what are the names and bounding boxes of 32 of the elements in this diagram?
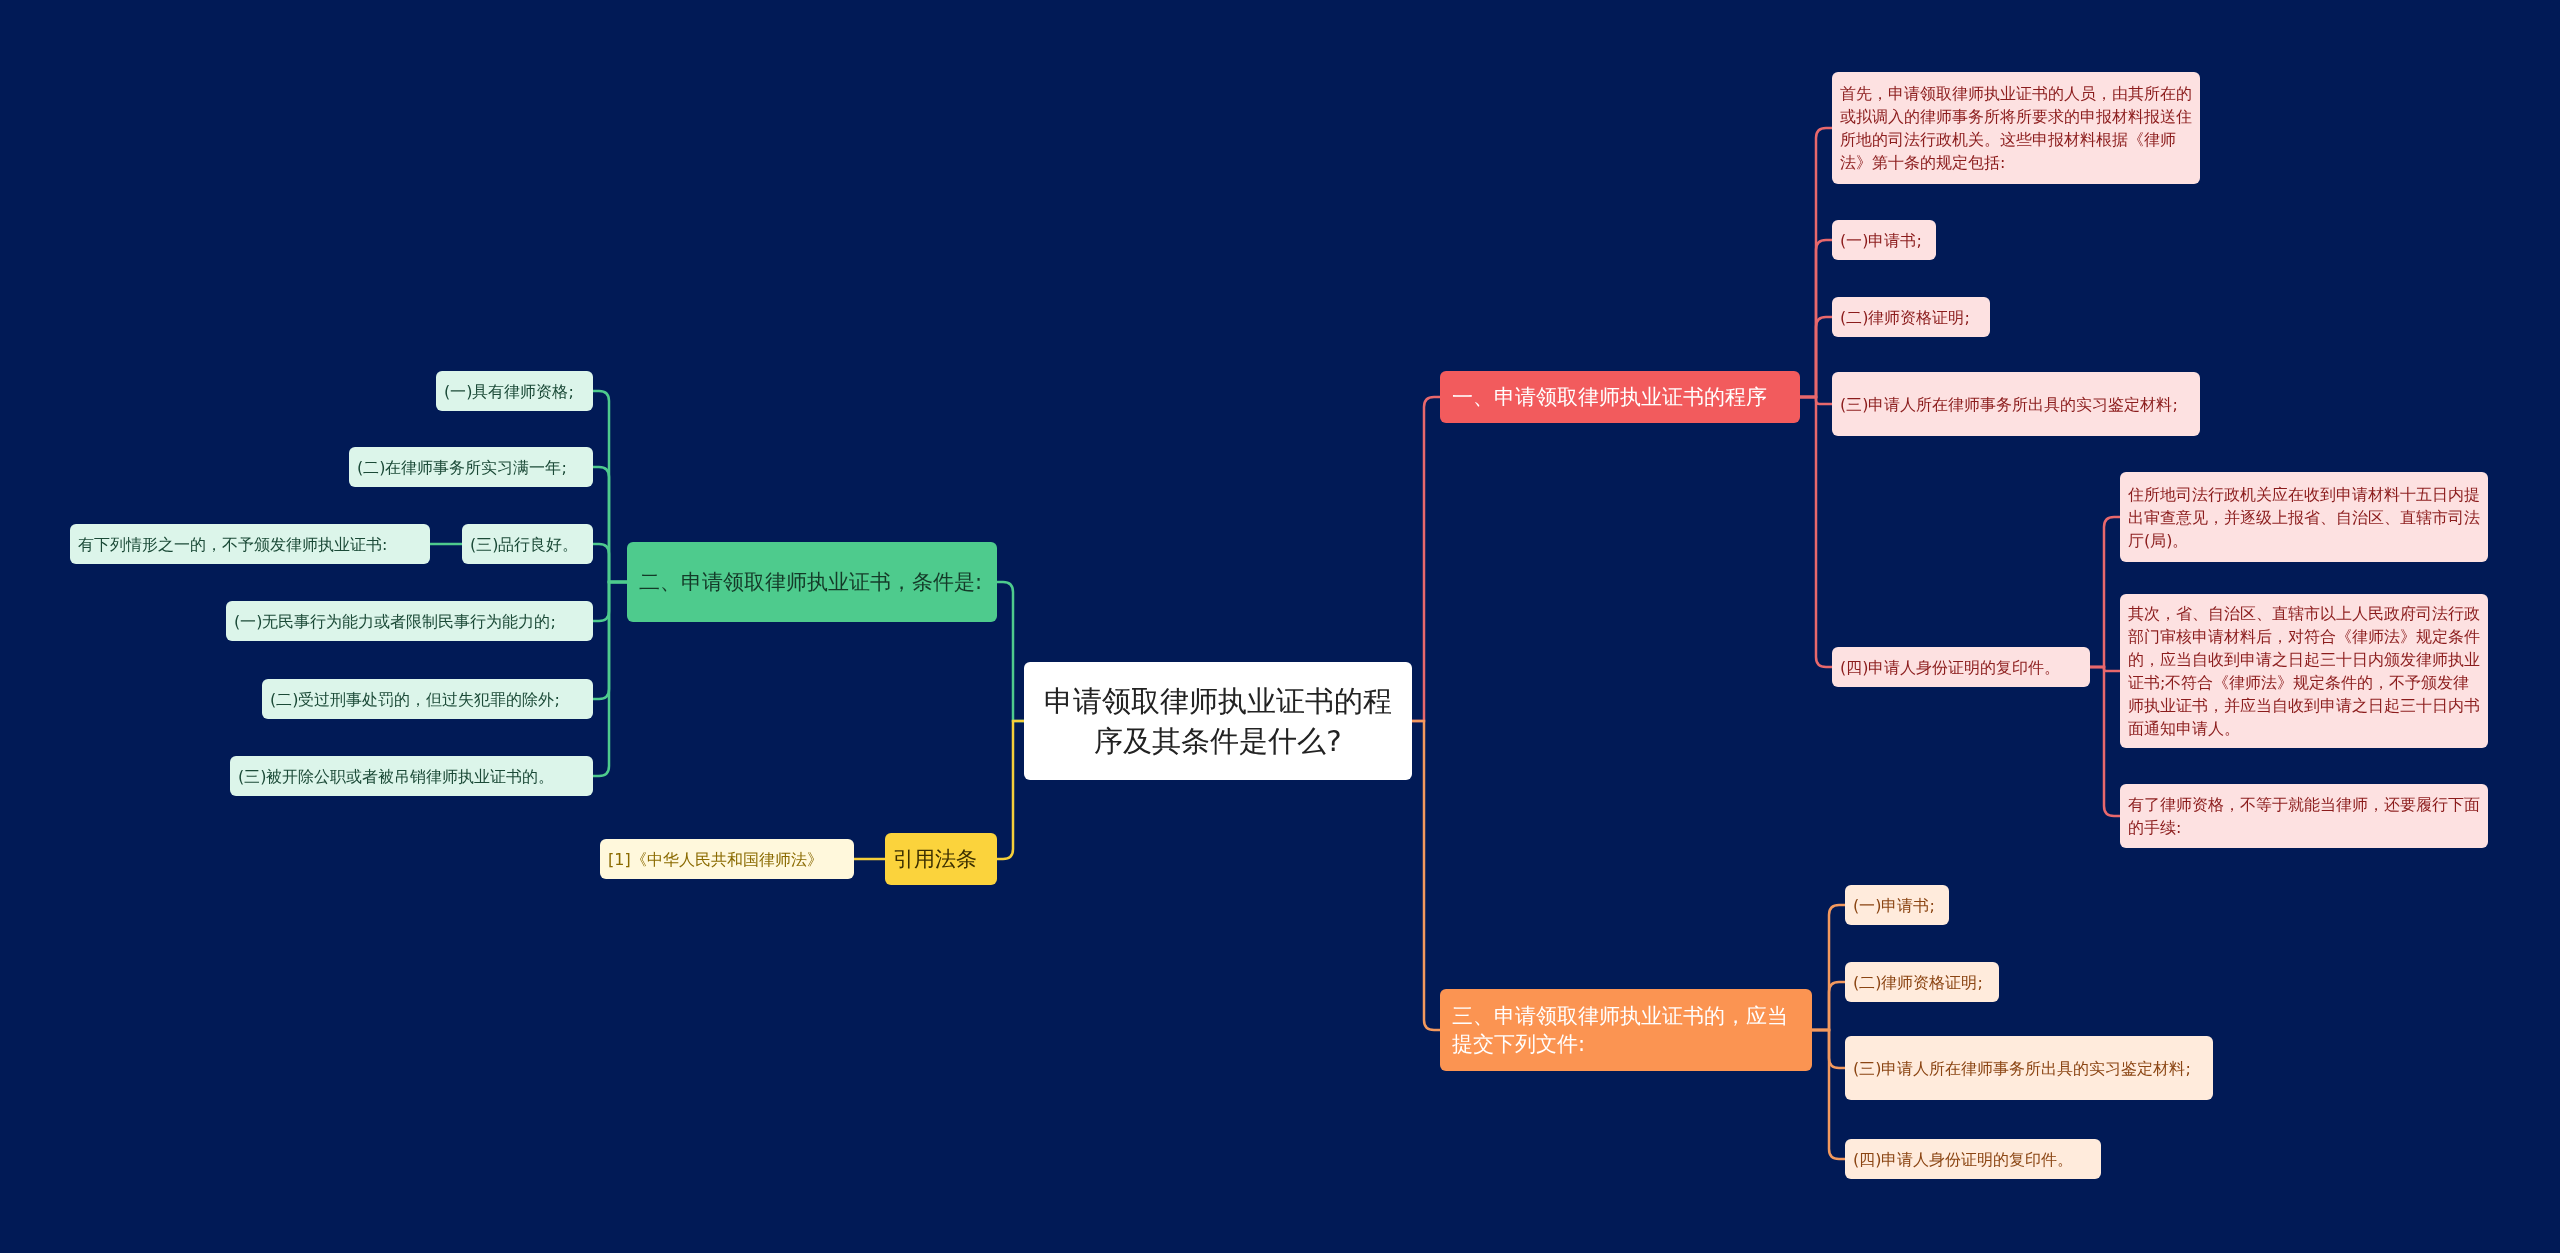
connector-line — [1812, 1028, 1845, 1161]
subtopic: (一)申请书; — [1845, 885, 1949, 925]
subtopic: 住所地司法行政机关应在收到申请材料十五日内提出审查意见，并逐级上报省、自治区、直辖市司法厅(局)。 — [2120, 472, 2488, 562]
branch-topic: 二、申请领取律师执业证书，条件是: — [627, 542, 997, 622]
connector-line — [430, 542, 462, 546]
subtopic: [1]《中华人民共和国律师法》 — [600, 839, 854, 879]
subtopic: (二)律师资格证明; — [1832, 297, 1990, 337]
subtopic: (一)无民事行为能力或者限制民事行为能力的; — [226, 601, 593, 641]
subtopic: (三)申请人所在律师事务所出具的实习鉴定材料; — [1832, 372, 2200, 436]
subtopic: (二)律师资格证明; — [1845, 962, 1999, 1002]
subtopic: (四)申请人身份证明的复印件。 — [1832, 647, 2090, 687]
subtopic: (四)申请人身份证明的复印件。 — [1845, 1139, 2101, 1179]
subtopic: (三)被开除公职或者被吊销律师执业证书的。 — [230, 756, 593, 796]
subtopic: (三)申请人所在律师事务所出具的实习鉴定材料; — [1845, 1036, 2213, 1100]
subtopic: (一)具有律师资格; — [436, 371, 593, 411]
connector-line — [997, 719, 1024, 861]
subtopic: (二)在律师事务所实习满一年; — [349, 447, 593, 487]
subtopic: (一)申请书; — [1832, 220, 1936, 260]
subtopic: 首先，申请领取律师执业证书的人员，由其所在的或拟调入的律师事务所将所要求的申报材料报送住所地的司法行政机关。这些申报材料根据《律师法》第十条的规定包括: — [1832, 72, 2200, 184]
central-topic: 申请领取律师执业证书的程序及其条件是什么? — [1024, 662, 1412, 780]
subtopic: 有下列情形之一的，不予颁发律师执业证书: — [70, 524, 430, 564]
branch-topic: 一、申请领取律师执业证书的程序 — [1440, 371, 1800, 423]
connector-line — [1412, 719, 1440, 1032]
subtopic: 有了律师资格，不等于就能当律师，还要履行下面的手续: — [2120, 784, 2488, 848]
subtopic: (三)品行良好。 — [462, 524, 593, 564]
branch-topic: 引用法条 — [885, 833, 997, 885]
subtopic: (二)受过刑事处罚的，但过失犯罪的除外; — [262, 679, 593, 719]
connector-line — [854, 857, 885, 861]
connector-line — [1800, 395, 1832, 669]
connector-line — [2090, 665, 2120, 818]
branch-topic: 三、申请领取律师执业证书的，应当提交下列文件: — [1440, 989, 1812, 1071]
subtopic: 其次，省、自治区、直辖市以上人民政府司法行政部门审核申请材料后，对符合《律师法》规定条件的，应当自收到申请之日起三十日内颁发律师执业证书;不符合《律师法》规定条件的，不予颁发律师执业证书，并应当自收到申请之日起三十日内书面通知申请人。 — [2120, 594, 2488, 748]
